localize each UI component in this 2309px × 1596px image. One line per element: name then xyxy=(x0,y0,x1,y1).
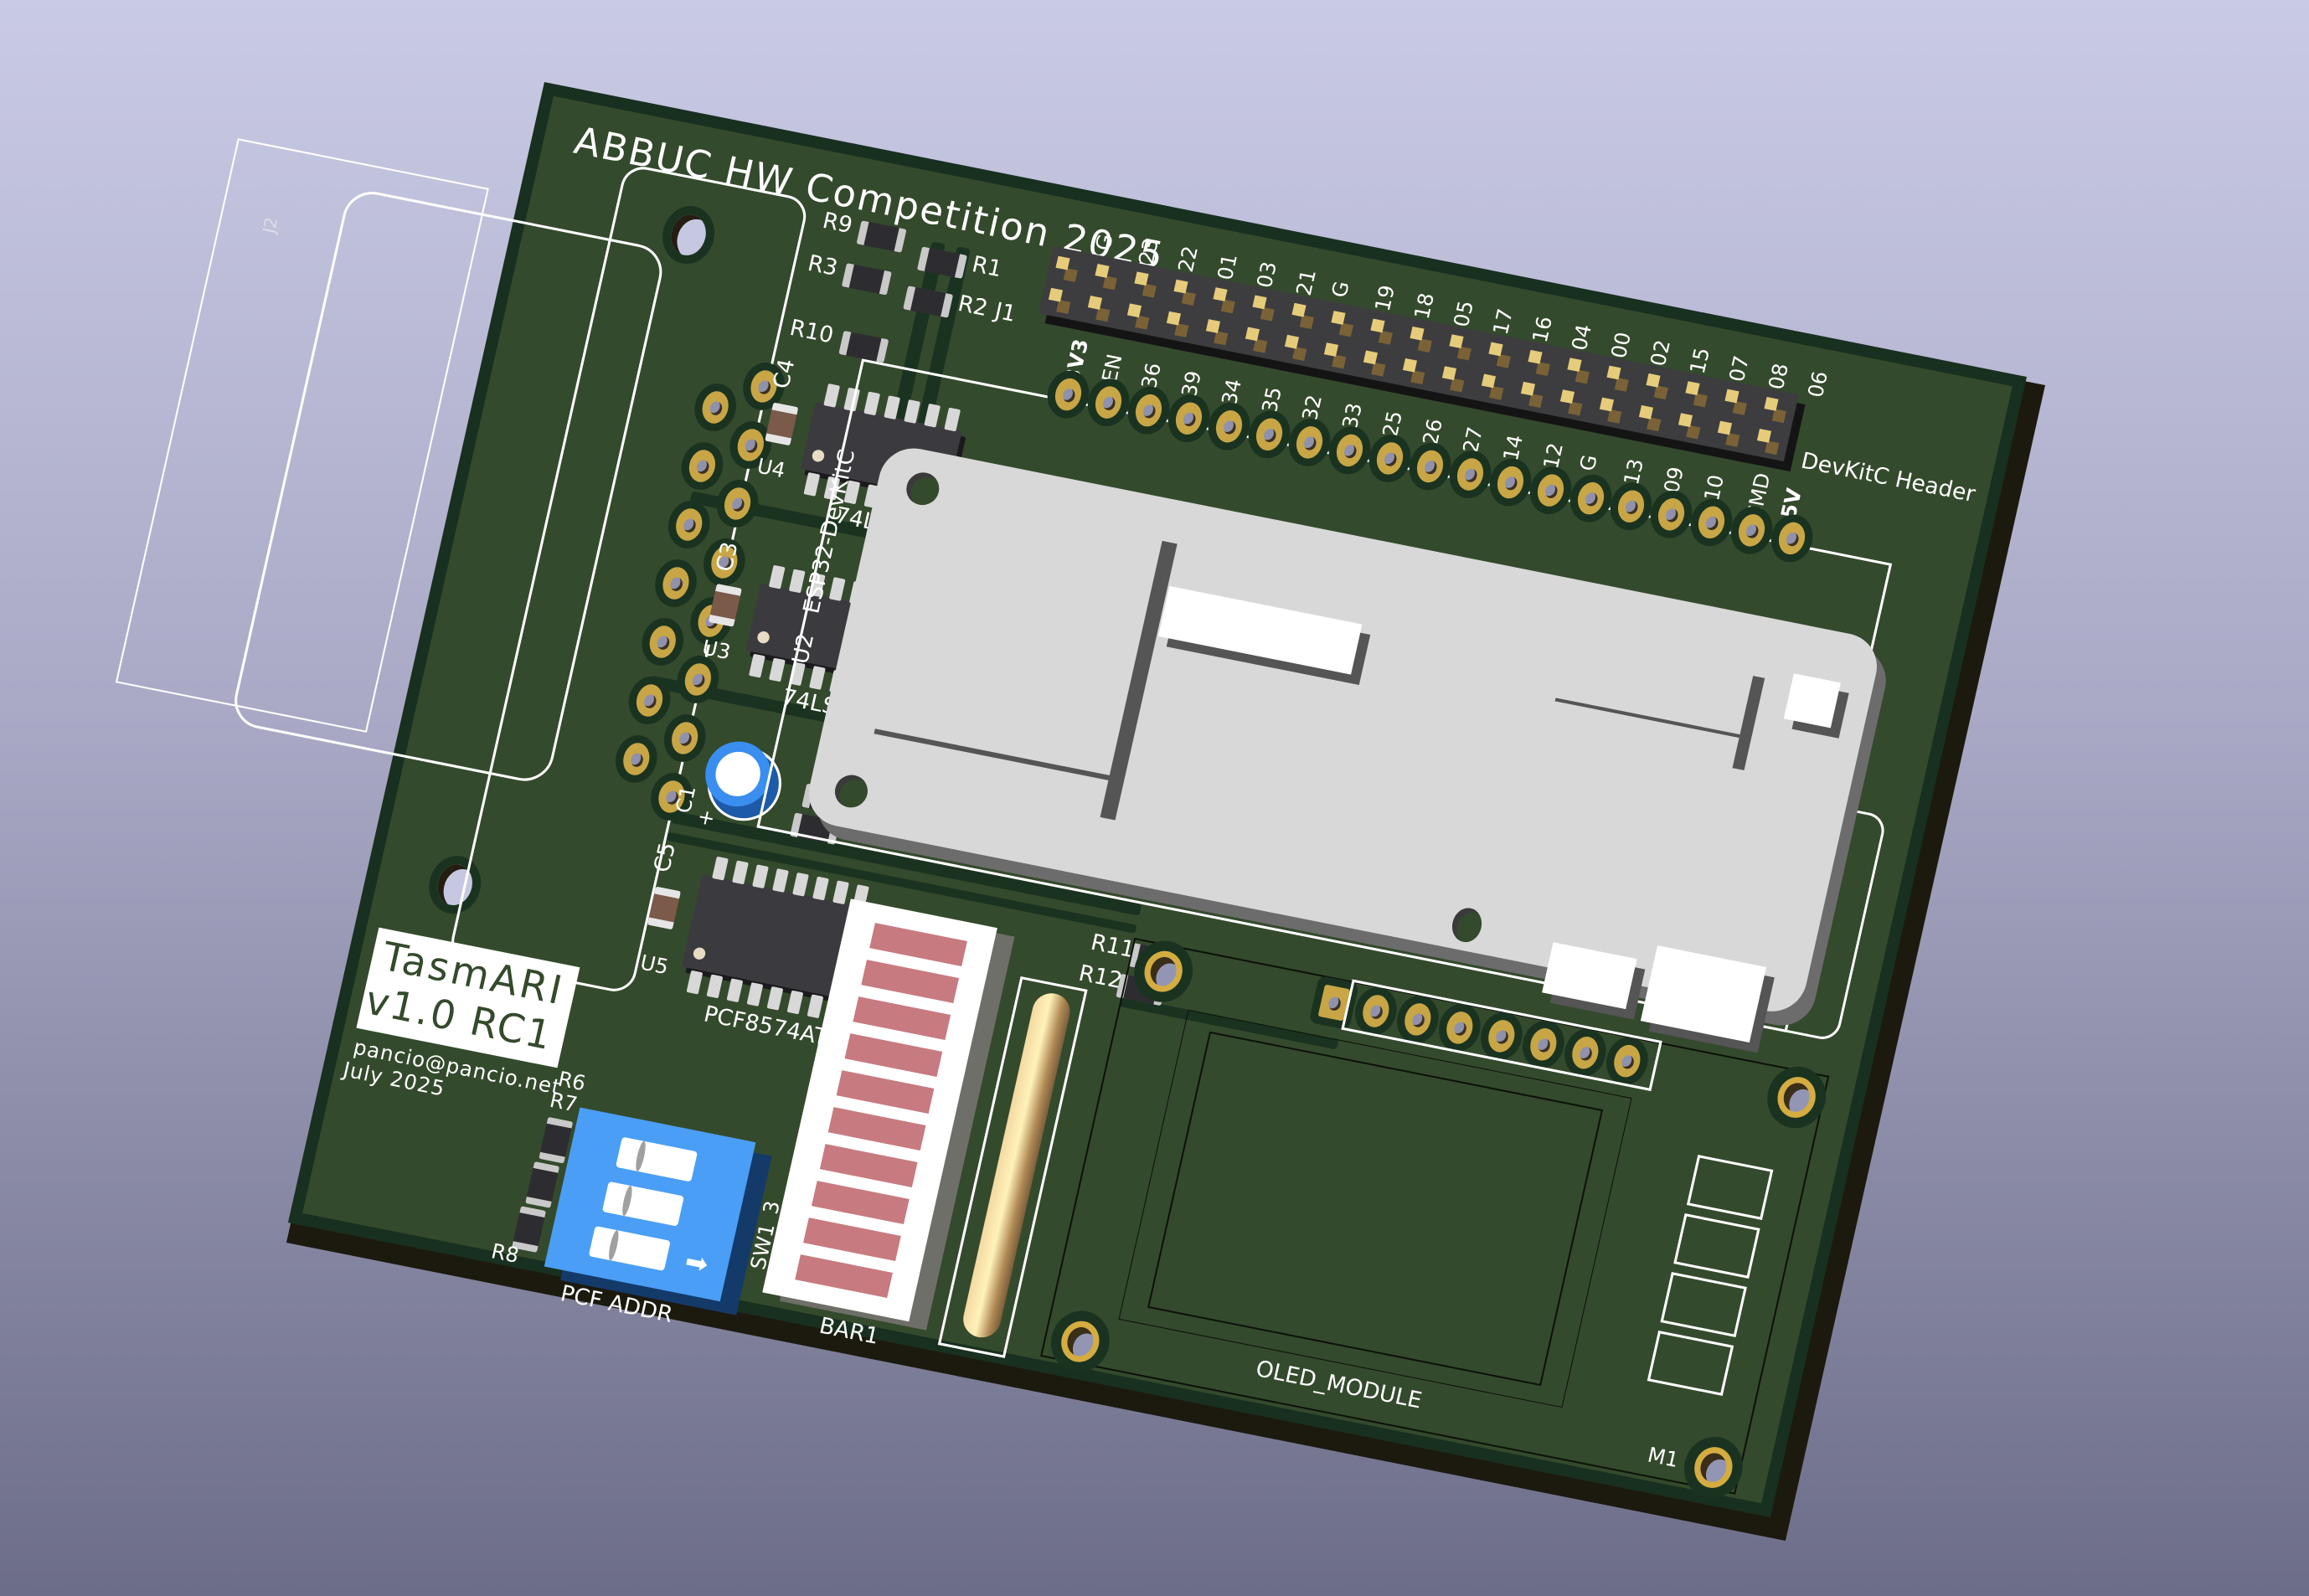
pin-label: 05 xyxy=(1449,298,1479,329)
dip-lever-2[interactable] xyxy=(601,1181,684,1227)
pin-label: 35 xyxy=(1257,384,1287,415)
dip-lever-3[interactable] xyxy=(588,1226,671,1271)
pin-label: 09 xyxy=(1659,465,1689,496)
c5-label: C5 xyxy=(649,840,682,875)
r2-label: R2 xyxy=(955,291,991,322)
c1-label: C1 xyxy=(671,784,701,816)
led-segment xyxy=(827,1107,926,1151)
led-segment xyxy=(819,1144,918,1188)
pin-label: 14 xyxy=(1498,432,1528,463)
r7-label: R7 xyxy=(547,1088,580,1117)
u4-ref-label: U4 xyxy=(755,454,788,483)
led-segment xyxy=(803,1218,901,1262)
r8-label: R8 xyxy=(488,1238,522,1269)
pin-label: 18 xyxy=(1410,291,1440,322)
pin-label: 39 xyxy=(1177,368,1207,399)
r3-label: R3 xyxy=(805,250,840,282)
j1-value-label: DevKitC Header xyxy=(1798,448,1978,508)
pin-label: 12 xyxy=(1538,440,1569,471)
led-segment xyxy=(844,1033,943,1078)
pin-label: 32 xyxy=(1297,393,1327,424)
led-segment xyxy=(811,1181,910,1225)
pin-label: 5V xyxy=(1776,486,1807,521)
r1-label: R1 xyxy=(969,251,1005,283)
pin-label: 04 xyxy=(1567,322,1597,353)
pin1-marker xyxy=(692,946,707,961)
led-segment xyxy=(836,1070,935,1115)
led-segment xyxy=(861,960,960,1004)
c1-top xyxy=(711,748,765,801)
module-button xyxy=(1542,942,1637,1010)
pin-label: 07 xyxy=(1724,353,1755,384)
arrow-right-icon: ➡ xyxy=(682,1244,712,1281)
u3-ref-label: U3 xyxy=(699,635,733,665)
c4-label: C4 xyxy=(768,357,801,391)
pin-label: 13 xyxy=(1619,456,1649,487)
pin-label: G xyxy=(1575,452,1602,473)
pin-label: 00 xyxy=(1606,330,1636,361)
pin-label: 03 xyxy=(1252,260,1282,291)
pin-label: 21 xyxy=(1291,267,1322,298)
resistor-r7[interactable] xyxy=(525,1161,560,1208)
c3-label: C3 xyxy=(711,539,744,574)
pin-label: 15 xyxy=(1685,345,1715,376)
resistor-r3[interactable] xyxy=(841,262,892,296)
pin1-marker xyxy=(811,448,826,463)
pin-label: 34 xyxy=(1217,377,1247,408)
pin-label: 02 xyxy=(1646,337,1676,368)
pin-label: G xyxy=(1327,279,1354,300)
module-chip xyxy=(1157,585,1363,675)
module-ridge xyxy=(874,728,1118,782)
led-segment xyxy=(869,923,967,967)
dip-lever-1[interactable] xyxy=(615,1136,698,1182)
pin-label: G xyxy=(1090,232,1118,253)
pcb-board: ABBUC HW Competition 2025 J2 xyxy=(115,82,2028,1518)
module-component xyxy=(1783,673,1841,728)
pin-label: 36 xyxy=(1136,360,1167,392)
module-ridge xyxy=(1732,676,1765,770)
resistor-r10[interactable] xyxy=(838,330,889,363)
module-hole xyxy=(1449,905,1486,945)
pin-label: 19 xyxy=(1370,283,1400,314)
led-segment xyxy=(795,1254,893,1299)
pin-label: 01 xyxy=(1213,251,1243,282)
resistor-r2[interactable] xyxy=(903,286,954,318)
pin-label: 22 xyxy=(1173,244,1203,275)
pin-label: 16 xyxy=(1528,314,1558,345)
led-segment xyxy=(853,996,951,1041)
module-hole xyxy=(903,470,943,508)
pin1-marker xyxy=(755,630,771,645)
j1-ref-label: J1 xyxy=(992,298,1018,327)
pin-label: 27 xyxy=(1458,425,1488,456)
pin-label: EN xyxy=(1097,352,1127,385)
pin-label: 17 xyxy=(1488,306,1518,337)
pin-label: 23 xyxy=(1134,235,1164,267)
pin-label: 06 xyxy=(1803,368,1833,400)
dip-switch-sw1[interactable]: ➡ xyxy=(544,1107,756,1302)
r10-label: R10 xyxy=(787,315,836,349)
capacitor-c4[interactable] xyxy=(765,402,799,446)
module-usb-port xyxy=(1640,945,1767,1043)
pin-label: 26 xyxy=(1418,416,1448,447)
module-ridge xyxy=(1554,698,1749,740)
pin-label: 08 xyxy=(1764,361,1794,392)
u5-ref-label: U5 xyxy=(637,950,671,980)
r9-label: R9 xyxy=(820,208,855,239)
pin-label: 25 xyxy=(1378,409,1408,440)
pin-label: 10 xyxy=(1699,472,1729,503)
module-hole xyxy=(832,772,871,811)
pin-label: 33 xyxy=(1337,400,1368,431)
